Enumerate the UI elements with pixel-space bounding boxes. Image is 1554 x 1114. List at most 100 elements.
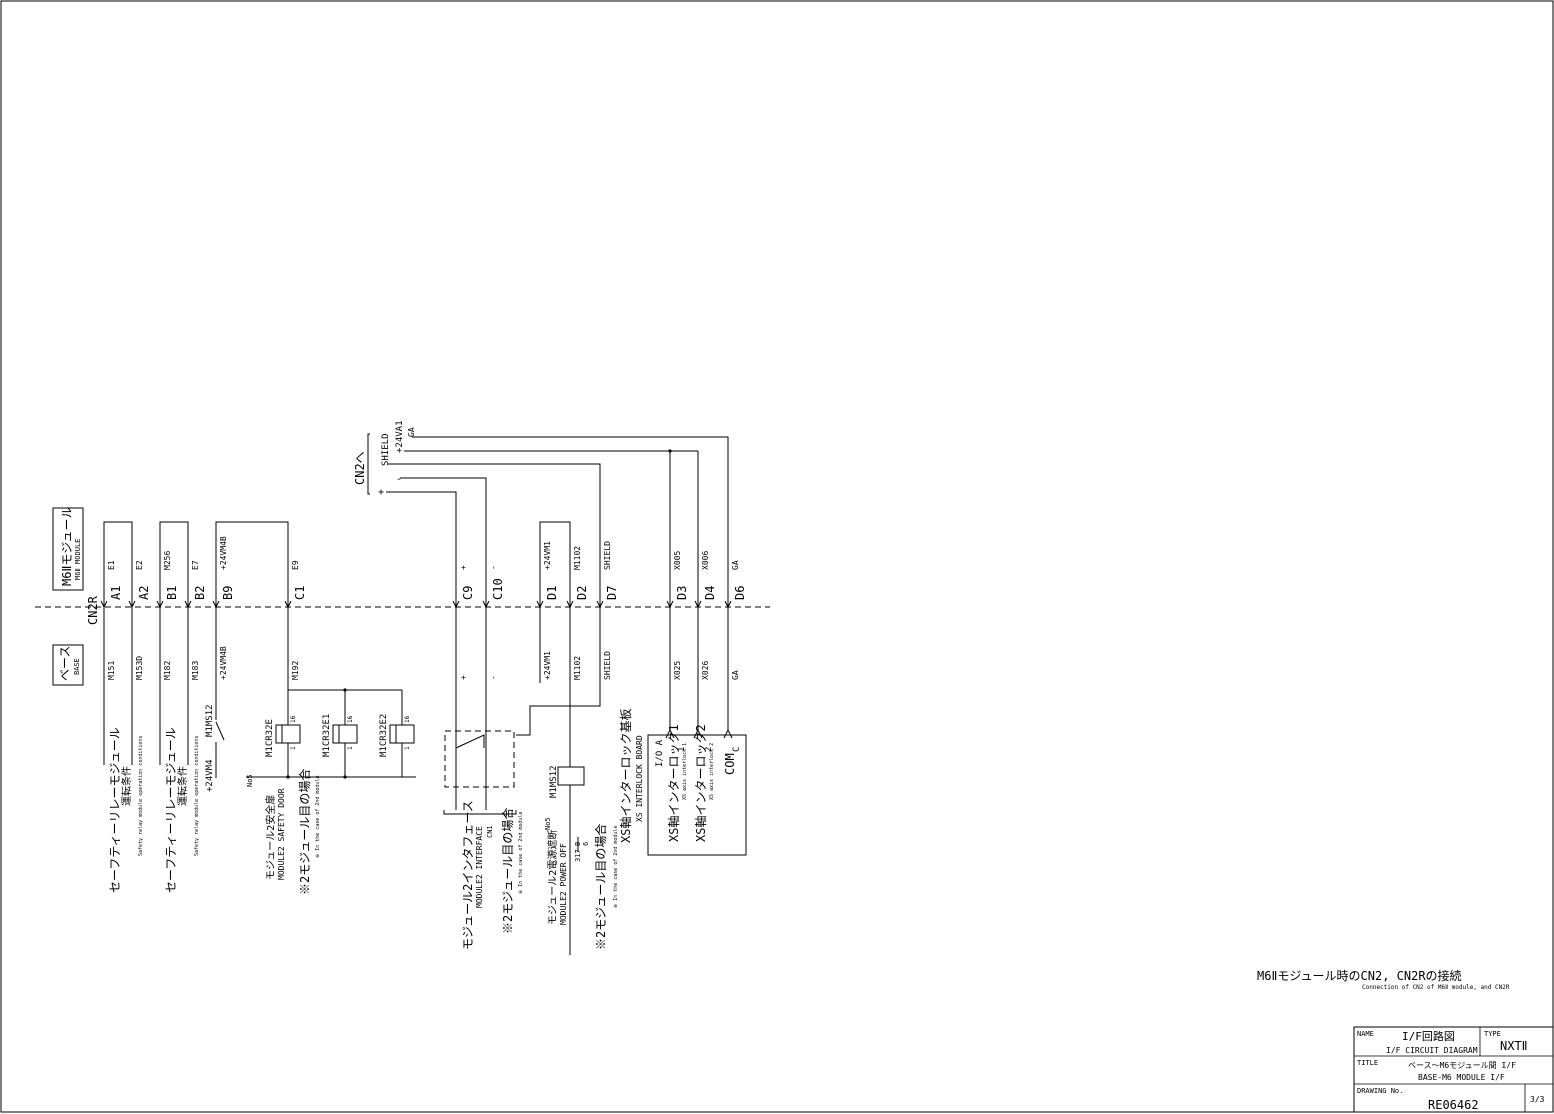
case2c-en: ※ In the case of 2nd module <box>613 826 619 908</box>
tb-name-jp: I/F回路図 <box>1402 1030 1455 1043</box>
safety2-jp: セーフティーリレーモジュール <box>164 727 178 893</box>
pin-6: 6 <box>582 842 590 846</box>
connector-arrow-d4 <box>694 600 702 609</box>
base-label-jp: ベース <box>58 646 72 681</box>
base-label-en: BASE <box>73 658 81 675</box>
xs-board-en: XS INTERLOCK BOARD <box>635 735 644 822</box>
connector-arrow-c1 <box>284 600 292 609</box>
cn2-ga-label: GA <box>407 427 416 437</box>
p24vm4-label: +24VM4 <box>205 759 215 792</box>
connector-arrow-d7 <box>596 600 604 609</box>
door-jp: モジュール2安全扉 <box>264 795 277 880</box>
if-en: MODULE2 INTERFACE <box>475 826 484 908</box>
signal-bottom-d2: M1102 <box>573 656 582 680</box>
board-terminal-arrow-3 <box>723 728 733 739</box>
caption-jp: M6Ⅱモジュール時のCN2, CN2Rの接続 <box>1257 968 1462 983</box>
tb-type-value: NXTⅡ <box>1500 1039 1528 1053</box>
relay-label-1: M1CR32E <box>265 719 275 757</box>
safety2-en: Safety relay module operation conditions <box>194 736 200 856</box>
pin-label-c10: C10 <box>491 578 505 600</box>
cn2-bracket <box>367 433 370 495</box>
signal-top-b2: E7 <box>191 560 200 570</box>
base-block: ベース BASE <box>52 644 84 686</box>
if-jp: モジュール2インタフェース <box>461 800 475 950</box>
signal-bottom-a2: M153D <box>135 656 144 680</box>
signal-bottom-c9: + <box>459 675 468 680</box>
pin-label-d3: D3 <box>675 586 689 600</box>
signal-bottom-a1: M151 <box>107 661 116 680</box>
signal-bottom-d3: X025 <box>673 661 682 680</box>
cn2r-label: CN2R <box>86 595 100 625</box>
cn2-plus-label: + <box>378 487 384 498</box>
relay-pin-16c: 16 <box>404 715 411 723</box>
signal-bottom-d7: SHIELD <box>603 651 612 680</box>
module-label-jp: M6Ⅱモジュール <box>60 506 74 586</box>
relay-pin-16a: 16 <box>290 715 297 723</box>
connector-arrow-d2 <box>566 600 574 609</box>
connector-arrow-c10 <box>482 600 490 609</box>
connector-arrow-d6 <box>724 600 732 609</box>
title-block <box>1353 1026 1554 1113</box>
signal-top-c10: - <box>489 565 498 570</box>
tb-name-label: NAME <box>1357 1030 1374 1038</box>
door-en: MODULE2 SAFETY DOOR <box>277 788 286 880</box>
relay-label-2: M1CR32E1 <box>322 714 332 757</box>
no5-label-a: No5 <box>246 774 254 787</box>
signal-top-d6: GA <box>731 560 740 570</box>
connector-arrow-b1 <box>156 600 164 609</box>
poff-jp: モジュール2電源遮断 <box>546 830 559 925</box>
tb-title-label: TITLE <box>1357 1059 1378 1067</box>
module2-interface-box <box>443 730 517 815</box>
cn2-24va1-label: +24VA1 <box>395 420 405 453</box>
xs-interlock-board <box>647 734 747 856</box>
connector-pins: A1E1M151A2E2M153DB1M256M182B2E7M183B9+24… <box>107 536 747 680</box>
relay-label-3: M1CR32E2 <box>379 714 389 757</box>
case2b-jp: ※2モジュール目の場合 <box>500 808 515 934</box>
signal-bottom-b2: M183 <box>191 661 200 680</box>
connector-arrow-c9 <box>452 600 460 609</box>
pin-label-d7: D7 <box>605 586 619 600</box>
relay-m1cr32e2 <box>389 724 415 744</box>
tb-drawing-label: DRAWING No. <box>1357 1087 1403 1095</box>
relay-m1cr32e1 <box>332 724 358 744</box>
signal-top-b1: M256 <box>163 551 172 570</box>
module-block: M6Ⅱモジュール M6Ⅱ MODULE <box>52 506 84 591</box>
signal-top-d1: +24VM1 <box>543 541 552 570</box>
caption-en: Connection of CN2 of M6Ⅱ module, and CN2… <box>1362 984 1510 991</box>
signal-bottom-d1: +24VM1 <box>543 651 552 680</box>
xs2-label-en: XS axis interlock 2 <box>709 743 715 800</box>
pin-label-b9: B9 <box>221 586 235 600</box>
pin-label-d2: D2 <box>575 586 589 600</box>
safety2-jp2: 運転条件 <box>176 766 189 806</box>
pin-label-a2: A2 <box>137 586 151 600</box>
signal-top-a2: E2 <box>135 560 144 570</box>
xs2-label-jp: XS軸インターロック2 <box>694 724 708 842</box>
signal-top-a1: E1 <box>107 560 116 570</box>
relay-pin-16b: 16 <box>347 715 354 723</box>
xs-board-jp: XS軸インターロック基板 <box>619 709 633 843</box>
pin-label-c1: C1 <box>293 586 307 600</box>
xs1-label-en: XS axis interlock 1 <box>682 743 688 800</box>
m1ms12-switch-label: M1MS12 <box>205 704 215 737</box>
connector-arrow-d1 <box>536 600 544 609</box>
signal-top-b9: +24VM4B <box>219 536 228 570</box>
signal-bottom-d6: GA <box>731 670 740 680</box>
pin-b: B <box>574 842 582 846</box>
signal-top-d3: X005 <box>673 551 682 570</box>
module-label-en: M6Ⅱ MODULE <box>74 539 82 580</box>
terminal-c: C <box>732 747 742 752</box>
signal-top-c1: E9 <box>291 560 300 570</box>
connector-arrow-a1 <box>100 600 108 609</box>
relay-pin-1c: 1 <box>404 746 411 750</box>
case2-en: ※ In the case of 2nd module <box>315 776 321 858</box>
connector-arrow-d3 <box>666 600 674 609</box>
pin-label-d6: D6 <box>733 586 747 600</box>
signal-top-c9: + <box>459 565 468 570</box>
signal-top-d4: X006 <box>701 551 710 570</box>
signal-top-d2: M1102 <box>573 546 582 570</box>
case2-jp: ※2モジュール目の場合 <box>297 769 312 895</box>
pin-317: 317 <box>574 849 582 862</box>
pin-label-b2: B2 <box>193 586 207 600</box>
connector-arrow-b9 <box>212 600 220 609</box>
